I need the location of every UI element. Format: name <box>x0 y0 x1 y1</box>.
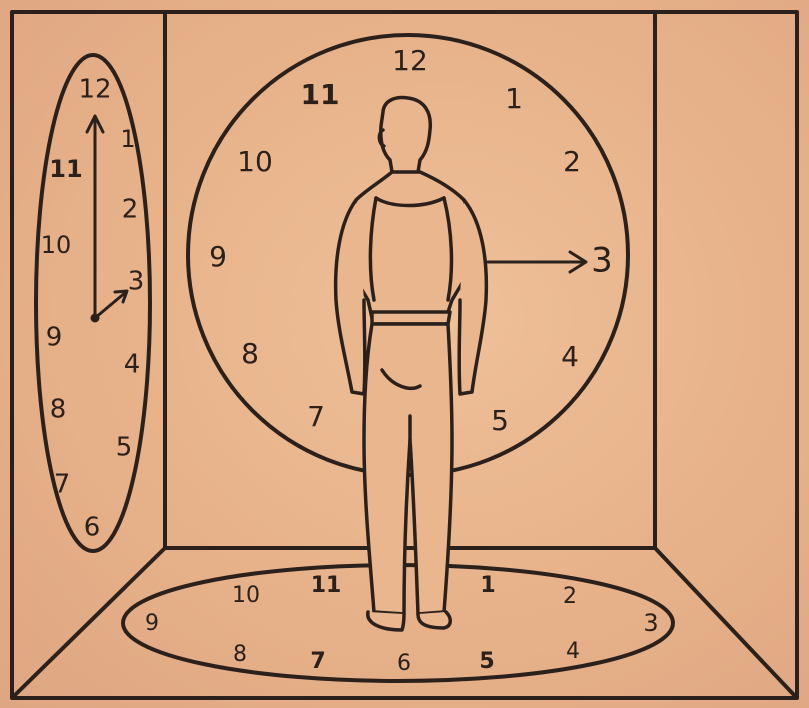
standing-man <box>336 98 487 630</box>
left-number-9: 9 <box>46 323 63 353</box>
left-number-12: 12 <box>78 75 111 105</box>
wall-number-7: 7 <box>307 400 325 433</box>
floor-number-2: 2 <box>563 584 577 609</box>
arrow-to-three <box>488 252 586 272</box>
floor-number-7: 7 <box>310 649 325 674</box>
left-number-1: 1 <box>120 125 135 153</box>
left-number-10: 10 <box>41 231 72 259</box>
left-wall-clock: 12 1 2 3 4 5 6 7 8 9 10 11 <box>36 55 150 551</box>
floor-number-6: 6 <box>397 651 411 676</box>
wall-number-11: 11 <box>301 78 340 111</box>
left-number-6: 6 <box>84 513 101 543</box>
wall-number-12: 12 <box>392 44 428 77</box>
wall-number-1: 1 <box>505 82 523 115</box>
wall-number-9: 9 <box>209 240 227 273</box>
wall-number-8: 8 <box>241 337 259 370</box>
floor-number-4: 4 <box>566 639 580 664</box>
left-number-4: 4 <box>124 350 141 380</box>
wall-number-2: 2 <box>563 145 581 178</box>
floor-number-9: 9 <box>145 611 159 636</box>
floor-number-5: 5 <box>479 649 494 674</box>
left-number-7: 7 <box>54 470 71 500</box>
floor-number-3: 3 <box>643 609 658 637</box>
left-number-11: 11 <box>49 155 82 183</box>
wall-number-5: 5 <box>491 404 509 437</box>
floor-number-1: 1 <box>480 573 495 598</box>
floor-number-10: 10 <box>232 583 260 608</box>
left-number-2: 2 <box>122 195 139 225</box>
left-number-5: 5 <box>116 433 133 463</box>
floor-number-11: 11 <box>311 573 342 598</box>
wall-number-3: 3 <box>591 241 613 281</box>
floor-number-8: 8 <box>233 642 247 667</box>
left-number-3: 3 <box>128 267 145 297</box>
wall-number-10: 10 <box>237 145 273 178</box>
wall-number-4: 4 <box>561 340 579 373</box>
left-number-8: 8 <box>50 395 67 425</box>
